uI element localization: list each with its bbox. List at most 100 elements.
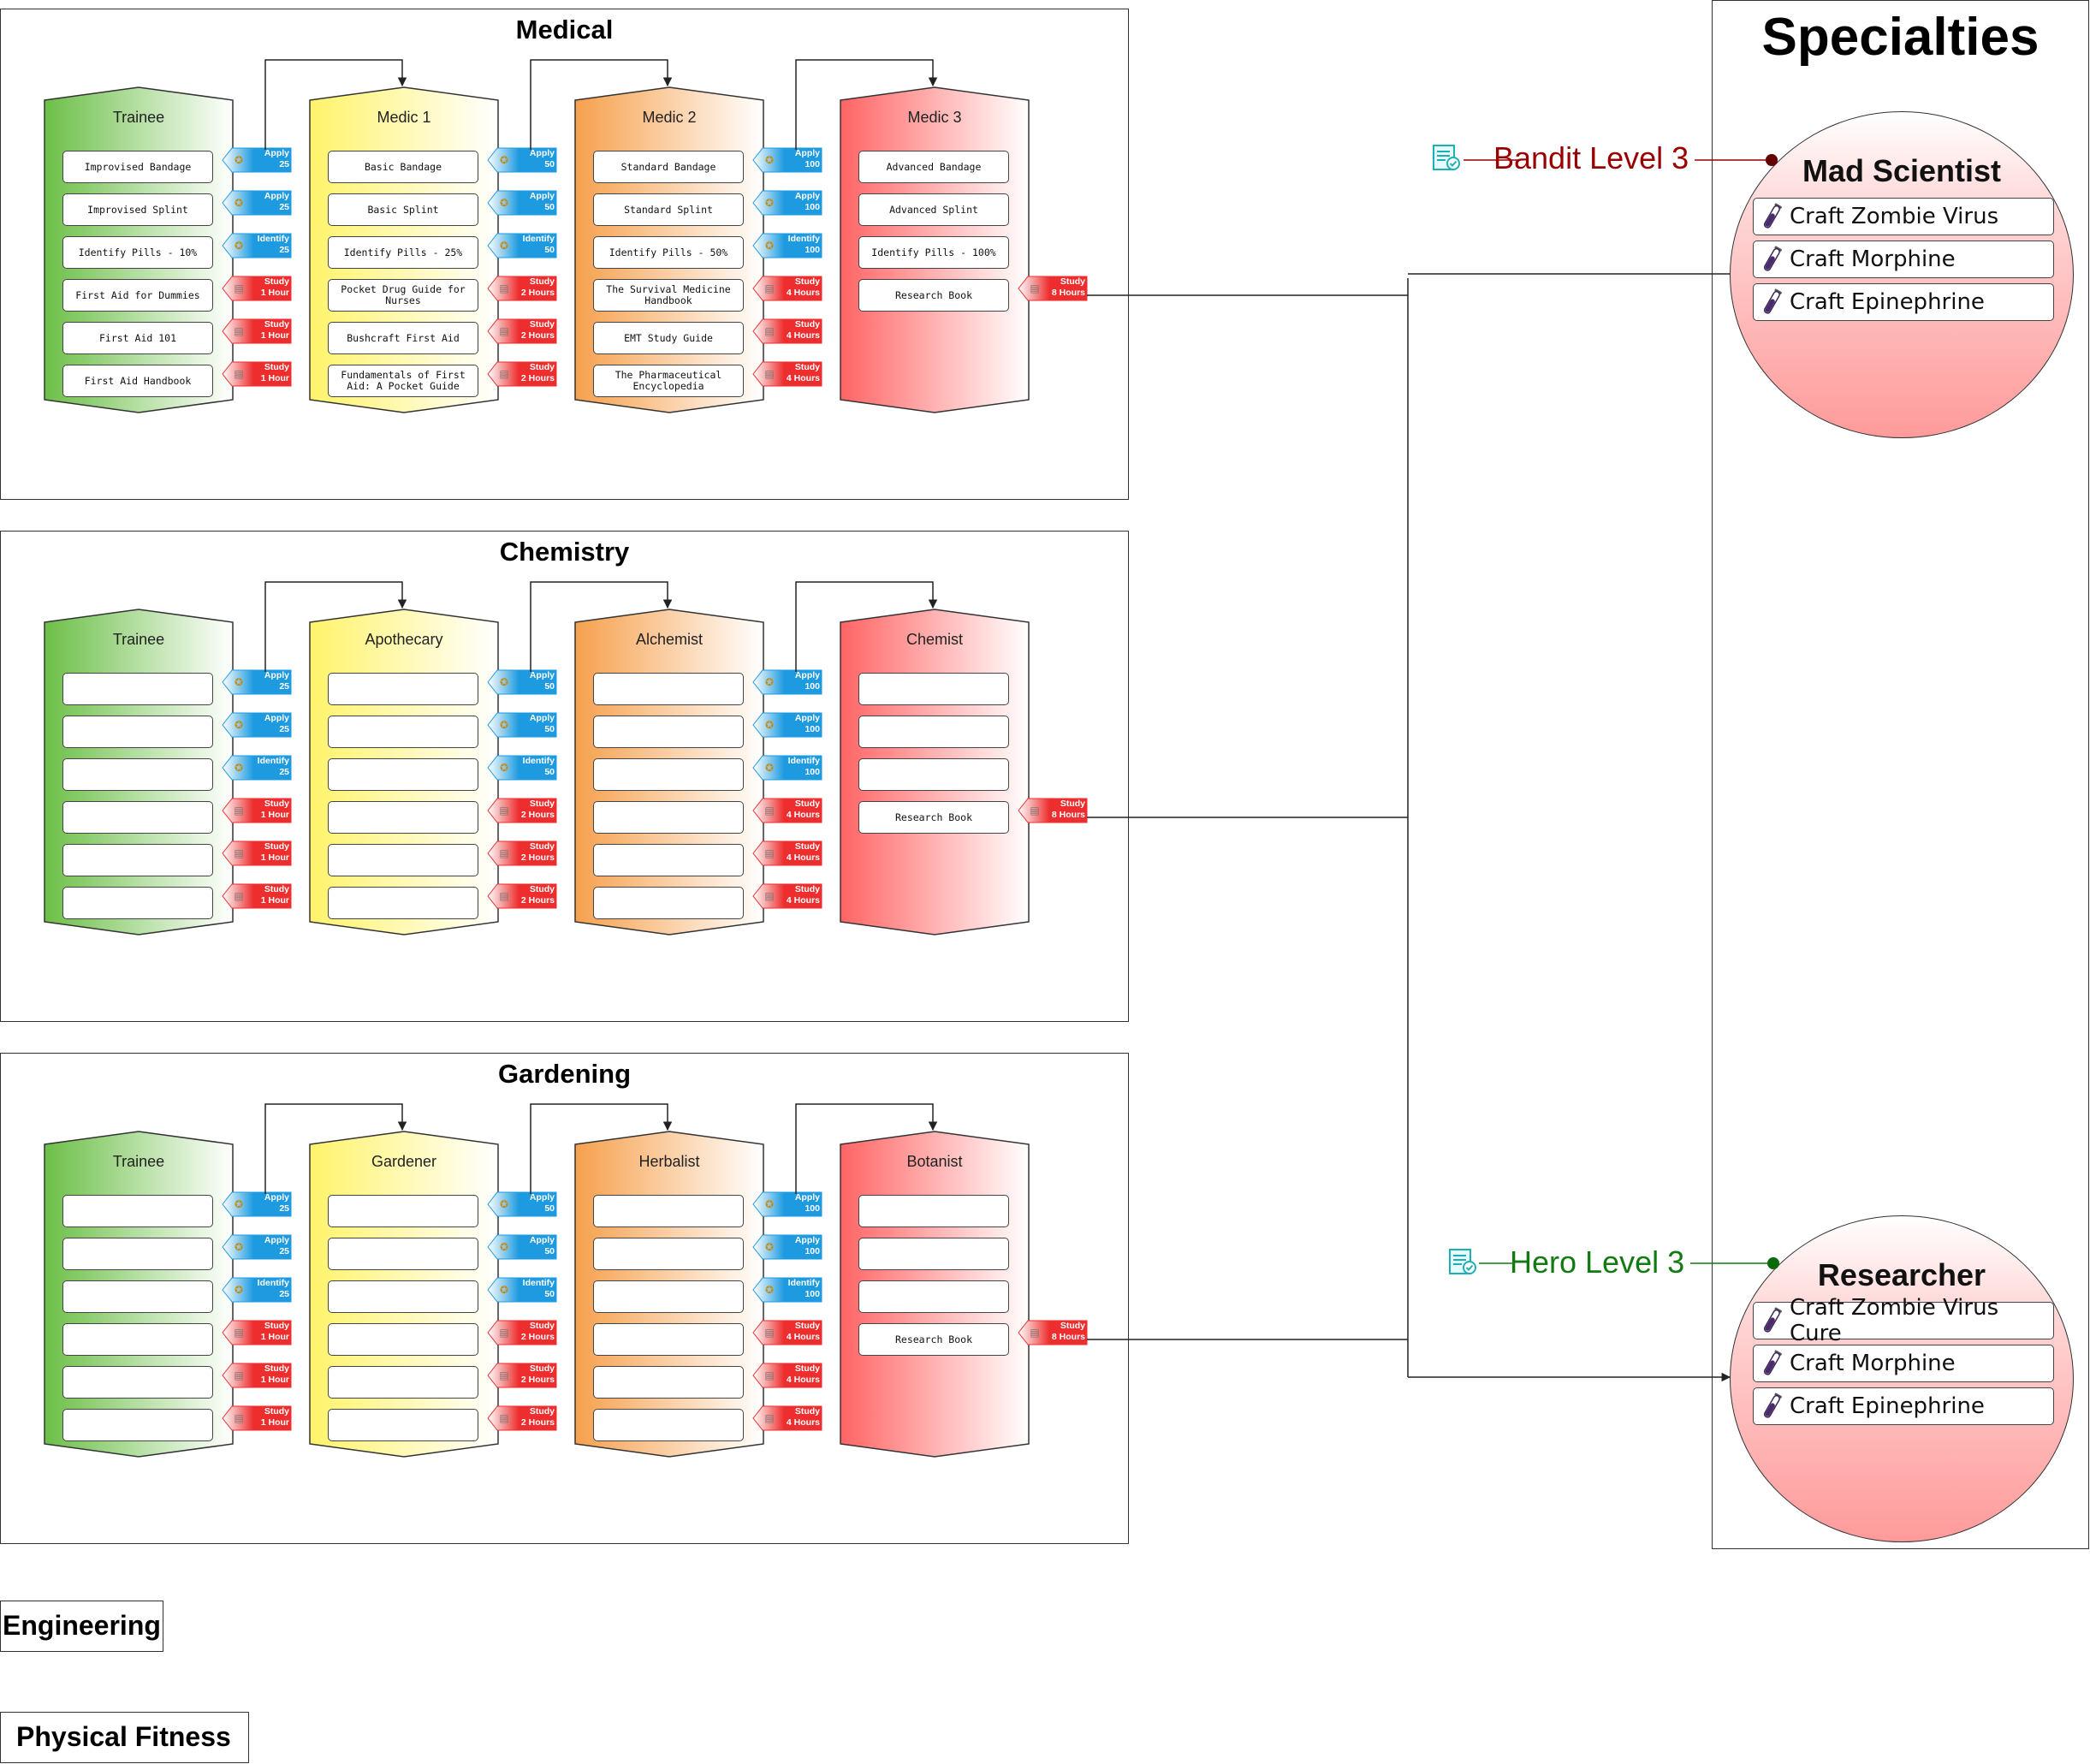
skill-box[interactable]: Basic Splint: [328, 193, 478, 226]
skill-box[interactable]: [328, 673, 478, 705]
skill-box[interactable]: [593, 1195, 744, 1227]
skill-box[interactable]: [593, 758, 744, 791]
skill-box[interactable]: [858, 673, 1009, 705]
specialty-researcher[interactable]: Researcher Craft Zombie Virus Cure Craft…: [1730, 1215, 2074, 1542]
skill-box[interactable]: [62, 1195, 213, 1227]
skill-box[interactable]: [593, 1409, 744, 1441]
craft-item[interactable]: Craft Zombie Virus: [1753, 198, 2054, 235]
skill-box[interactable]: [328, 1238, 478, 1270]
skill-box[interactable]: Research Book: [858, 279, 1009, 312]
skill-box[interactable]: Advanced Bandage: [858, 151, 1009, 183]
tag-shape: [752, 318, 822, 344]
skill-box[interactable]: [62, 887, 213, 919]
skill-box[interactable]: [328, 716, 478, 748]
tag-line: 2 Hours: [520, 852, 555, 863]
skill-box[interactable]: The Pharmaceutical Encyclopedia: [593, 365, 744, 397]
skill-box[interactable]: [593, 673, 744, 705]
skill-box[interactable]: [62, 1409, 213, 1441]
craft-item[interactable]: Craft Epinephrine: [1753, 283, 2054, 321]
skill-box[interactable]: [328, 1409, 478, 1441]
skill-box[interactable]: [593, 801, 744, 834]
skill-box[interactable]: [593, 1323, 744, 1356]
skill-box[interactable]: [328, 887, 478, 919]
skill-box[interactable]: [593, 1238, 744, 1270]
skill-box[interactable]: [593, 716, 744, 748]
craft-item[interactable]: Craft Morphine: [1753, 241, 2054, 278]
skill-box[interactable]: First Aid 101: [62, 322, 213, 354]
skill-box[interactable]: First Aid for Dummies: [62, 279, 213, 312]
skill-box[interactable]: EMT Study Guide: [593, 322, 744, 354]
skill-box[interactable]: The Survival Medicine Handbook: [593, 279, 744, 312]
skill-box[interactable]: [62, 1366, 213, 1399]
skill-box[interactable]: Identify Pills - 50%: [593, 236, 744, 269]
skill-box[interactable]: [62, 1323, 213, 1356]
skill-box[interactable]: Identify Pills - 10%: [62, 236, 213, 269]
skill-box[interactable]: [593, 887, 744, 919]
skill-box[interactable]: [593, 1366, 744, 1399]
craft-item[interactable]: Craft Epinephrine: [1753, 1387, 2054, 1425]
skill-box[interactable]: [858, 1238, 1009, 1270]
book-icon: ▤: [1030, 282, 1040, 294]
skill-box[interactable]: [328, 758, 478, 791]
skill-box[interactable]: Improvised Splint: [62, 193, 213, 226]
skill-box[interactable]: Research Book: [858, 801, 1009, 834]
skill-box[interactable]: [593, 1280, 744, 1313]
tag-line: Identify: [257, 234, 289, 244]
skill-box[interactable]: [62, 673, 213, 705]
tag-shape: [752, 712, 822, 738]
skill-box[interactable]: Bushcraft First Aid: [328, 322, 478, 354]
tag-line: Study: [1060, 276, 1085, 287]
skill-box[interactable]: [62, 1238, 213, 1270]
identify-icon: ✪: [764, 762, 775, 774]
skill-box[interactable]: [62, 801, 213, 834]
skill-box[interactable]: [328, 844, 478, 876]
tag-line: Apply: [794, 191, 820, 201]
tag-line: 8 Hours: [1051, 810, 1085, 820]
skill-box[interactable]: [328, 1195, 478, 1227]
skill-box[interactable]: [858, 1195, 1009, 1227]
tag-line: Study: [794, 276, 820, 287]
tag-shape: [222, 1277, 292, 1303]
skill-box[interactable]: Standard Bandage: [593, 151, 744, 183]
tag-line: 2 Hours: [520, 373, 555, 383]
craft-item[interactable]: Craft Zombie Virus Cure: [1753, 1295, 2054, 1346]
skill-box[interactable]: Pocket Drug Guide for Nurses: [328, 279, 478, 312]
skill-box[interactable]: [328, 1323, 478, 1356]
skill-box[interactable]: Standard Splint: [593, 193, 744, 226]
skill-box[interactable]: Improvised Bandage: [62, 151, 213, 183]
skill-box[interactable]: Identify Pills - 25%: [328, 236, 478, 269]
skill-box[interactable]: [62, 716, 213, 748]
skill-box[interactable]: Advanced Splint: [858, 193, 1009, 226]
skill-box[interactable]: Fundamentals of First Aid: A Pocket Guid…: [328, 365, 478, 397]
skill-box[interactable]: [328, 801, 478, 834]
craft-item[interactable]: Craft Morphine: [1753, 1345, 2054, 1382]
skill-box[interactable]: [593, 844, 744, 876]
skill-box[interactable]: Identify Pills - 100%: [858, 236, 1009, 269]
skill-box[interactable]: [62, 844, 213, 876]
tag-line: 1 Hour: [260, 810, 289, 820]
skill-box[interactable]: [62, 758, 213, 791]
tag-shape: [487, 1191, 557, 1217]
skill-box[interactable]: [858, 1280, 1009, 1313]
skill-box[interactable]: Basic Bandage: [328, 151, 478, 183]
skill-box[interactable]: [328, 1366, 478, 1399]
skill-box[interactable]: Research Book: [858, 1323, 1009, 1356]
tag-line: Study: [529, 1321, 555, 1331]
tag-shape: [222, 1405, 292, 1431]
skill-box[interactable]: [328, 1280, 478, 1313]
tag-line: 50: [544, 1203, 555, 1214]
skill-box[interactable]: [62, 1280, 213, 1313]
specialty-mad-scientist[interactable]: Mad Scientist Craft Zombie Virus Craft M…: [1730, 111, 2074, 438]
section-physical-fitness[interactable]: Physical Fitness: [0, 1712, 249, 1763]
section-engineering[interactable]: Engineering: [0, 1601, 163, 1652]
skill-box[interactable]: First Aid Handbook: [62, 365, 213, 397]
book-icon: ▤: [764, 325, 775, 337]
skill-box[interactable]: [858, 716, 1009, 748]
test-tube-icon: [1763, 1350, 1782, 1375]
skill-box[interactable]: [858, 758, 1009, 791]
